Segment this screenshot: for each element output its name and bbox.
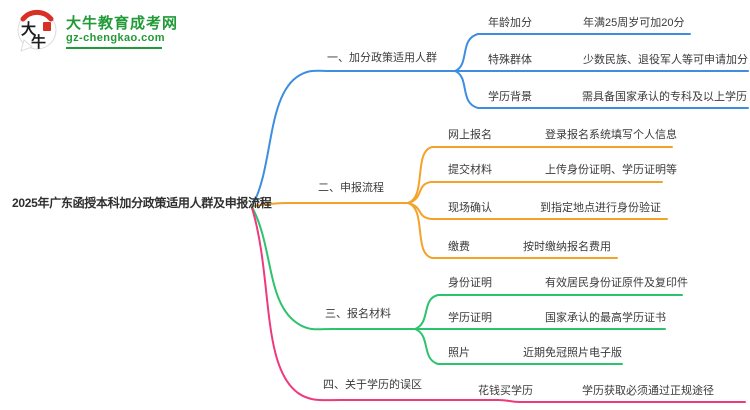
branch-2-child-1-line bbox=[407, 146, 673, 204]
branch-1-main-line bbox=[251, 69, 456, 207]
branch-2-child-2-value: 上传身份证明、学历证明等 bbox=[545, 164, 677, 176]
logo-bull-icon: 大 牛 bbox=[17, 9, 57, 52]
branch-3-child-2-label: 学历证明 bbox=[448, 312, 492, 324]
branch-1-lines bbox=[251, 33, 749, 207]
site-name: 大牛教育成考网 bbox=[66, 15, 179, 32]
site-logo[interactable]: 大 牛 大牛教育成考网 gz-chengkao.com bbox=[14, 7, 178, 57]
site-url: gz-chengkao.com bbox=[66, 32, 165, 44]
branch-2-label: 二、申报流程 bbox=[318, 182, 384, 194]
branch-4-lines bbox=[251, 207, 746, 403]
branch-3-label: 三、报名材料 bbox=[325, 308, 391, 320]
branch-4-main-line bbox=[251, 207, 746, 403]
speech-bubble-tail bbox=[20, 39, 33, 52]
logo-char-top: 大 bbox=[21, 20, 36, 38]
branch-2-child-1-label: 网上报名 bbox=[448, 129, 492, 141]
branch-3-child-2-value: 国家承认的最高学历证书 bbox=[545, 312, 666, 324]
branch-1-child-1-value: 年满25周岁可加20分 bbox=[583, 17, 685, 29]
branch-2-child-3-value: 到指定地点进行身份验证 bbox=[540, 202, 661, 214]
branch-1-child-2-label: 特殊群体 bbox=[488, 54, 532, 66]
branch-3-main-line bbox=[251, 206, 416, 331]
branch-3-child-3-value: 近期免冠照片电子版 bbox=[523, 347, 622, 359]
logo-char-bottom: 牛 bbox=[31, 33, 46, 51]
branch-4-child-1-value: 学历获取必须通过正规途径 bbox=[582, 385, 714, 397]
branch-3-child-3-line bbox=[414, 328, 623, 365]
branch-1-child-3-value: 需具备国家承认的专科及以上学历 bbox=[582, 91, 747, 103]
branch-1-child-1-line bbox=[454, 33, 691, 72]
branch-3-child-1-line bbox=[414, 294, 683, 330]
logo-underline bbox=[66, 47, 162, 49]
branch-2-child-4-line bbox=[407, 202, 618, 259]
branch-4-label: 四、关于学历的误区 bbox=[323, 379, 422, 391]
branch-2-child-1-value: 登录报名系统填写个人信息 bbox=[545, 129, 677, 141]
branch-3-lines bbox=[251, 206, 683, 365]
branch-2-child-3-label: 现场确认 bbox=[448, 202, 492, 214]
branch-4-child-1-label: 花钱买学历 bbox=[478, 385, 533, 397]
central-topic: 2025年广东函授本科加分政策适用人群及申报流程 bbox=[12, 196, 272, 210]
branch-3-child-1-value: 有效居民身份证原件及复印件 bbox=[545, 277, 688, 289]
branch-3-child-3-label: 照片 bbox=[448, 347, 470, 359]
branch-1-child-1-label: 年龄加分 bbox=[488, 17, 532, 29]
logo-red-arc bbox=[20, 9, 54, 22]
branch-2-child-2-line bbox=[407, 181, 663, 204]
branch-1-child-3-label: 学历背景 bbox=[488, 91, 532, 103]
branch-2-lines bbox=[251, 146, 673, 259]
branch-2-child-2-label: 提交材料 bbox=[448, 164, 492, 176]
branch-1-child-2-value: 少数民族、退役军人等可申请加分 bbox=[583, 54, 748, 66]
branch-1-label: 一、加分政策适用人群 bbox=[327, 52, 437, 64]
branch-1-child-3-line bbox=[454, 70, 749, 109]
branch-2-main-line bbox=[251, 202, 409, 207]
branch-2-child-4-label: 缴费 bbox=[448, 241, 470, 253]
branch-2-child-4-value: 按时缴纳报名费用 bbox=[523, 241, 611, 253]
logo-red-seal bbox=[43, 22, 51, 31]
branch-3-child-1-label: 身份证明 bbox=[448, 277, 492, 289]
